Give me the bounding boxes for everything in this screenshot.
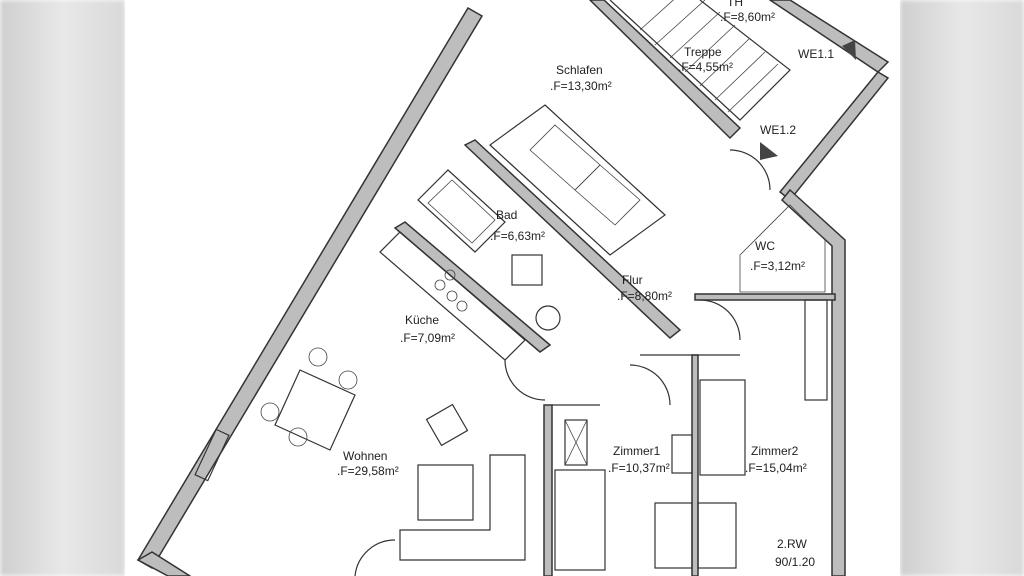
wardrobe-zimmer1-b bbox=[671, 434, 693, 474]
room-name-zimmer2: Zimmer2 bbox=[751, 444, 799, 458]
room-area-zimmer2: .F=15,04m² bbox=[745, 461, 807, 475]
window-note-size: 90/1.20 bbox=[775, 555, 815, 569]
window-note-type: 2.RW bbox=[777, 537, 807, 551]
room-area-bad: .F=6,63m² bbox=[490, 229, 545, 243]
room-name-bad: Bad bbox=[496, 208, 517, 222]
wall-zimmer1-left bbox=[543, 404, 553, 576]
bathtub bbox=[417, 169, 506, 253]
wall-zimmer-divider bbox=[691, 354, 699, 576]
stair-wall bbox=[588, 0, 742, 140]
room-area-treppe: .F=4,55m² bbox=[678, 60, 733, 74]
wc-tiles bbox=[739, 204, 826, 293]
stove bbox=[434, 269, 468, 312]
room-area-th: .F=8,60m² bbox=[720, 10, 775, 24]
outer-wall-bottom-left bbox=[136, 551, 192, 576]
desk-zimmer1 bbox=[654, 502, 693, 569]
coffee-table bbox=[417, 464, 474, 521]
dining-table-set bbox=[260, 347, 358, 451]
unit-label-we11: WE1.1 bbox=[798, 47, 834, 61]
staircase bbox=[609, 0, 791, 121]
room-name-wc: WC bbox=[755, 239, 775, 253]
wall-wc-bottom bbox=[694, 293, 836, 301]
blurred-right-margin bbox=[900, 0, 1024, 576]
room-area-zimmer1: .F=10,37m² bbox=[608, 461, 670, 475]
door-swing-entrance bbox=[729, 149, 771, 191]
bed-zimmer1 bbox=[554, 469, 606, 571]
room-name-zimmer1: Zimmer1 bbox=[613, 444, 661, 458]
door-swing-zimmer1 bbox=[629, 364, 671, 406]
washing-machine bbox=[535, 305, 561, 331]
outer-wall-top-right bbox=[768, 0, 890, 73]
room-name-kueche: Küche bbox=[405, 313, 439, 327]
unit-label-we12: WE1.2 bbox=[760, 123, 796, 137]
room-name-schlafen: Schlafen bbox=[556, 63, 603, 77]
entrance-marker-we12 bbox=[760, 142, 778, 160]
room-name-flur: Flur bbox=[622, 273, 643, 287]
wardrobe-zimmer2 bbox=[804, 299, 828, 401]
entrance-marker-we11 bbox=[842, 40, 856, 60]
outer-wall-right bbox=[780, 188, 846, 576]
room-area-schlafen: .F=13,30m² bbox=[550, 79, 612, 93]
room-area-flur: .F=8,80m² bbox=[617, 289, 672, 303]
room-area-kueche: .F=7,09m² bbox=[400, 331, 455, 345]
wardrobe-zimmer1 bbox=[564, 419, 588, 466]
room-area-wc: .F=3,12m² bbox=[750, 259, 805, 273]
double-bed bbox=[489, 104, 666, 256]
sofa bbox=[399, 454, 526, 561]
plan-background bbox=[125, 0, 900, 576]
door-swing-zimmer2 bbox=[699, 299, 741, 341]
bad-wall bbox=[463, 139, 682, 339]
room-name-th: TH bbox=[727, 0, 743, 9]
room-name-wohnen: Wohnen bbox=[343, 449, 387, 463]
desk-zimmer2 bbox=[697, 502, 737, 569]
door-swing-kitchen bbox=[504, 359, 546, 401]
door-swing-balcony bbox=[354, 539, 396, 576]
blurred-left-margin bbox=[0, 0, 125, 576]
tv-cabinet bbox=[194, 428, 230, 482]
room-name-treppe: Treppe bbox=[684, 45, 722, 59]
armchair bbox=[425, 403, 469, 447]
room-area-wohnen: .F=29,58m² bbox=[337, 464, 399, 478]
shower-tray bbox=[511, 254, 543, 286]
bed-zimmer2 bbox=[699, 379, 746, 476]
